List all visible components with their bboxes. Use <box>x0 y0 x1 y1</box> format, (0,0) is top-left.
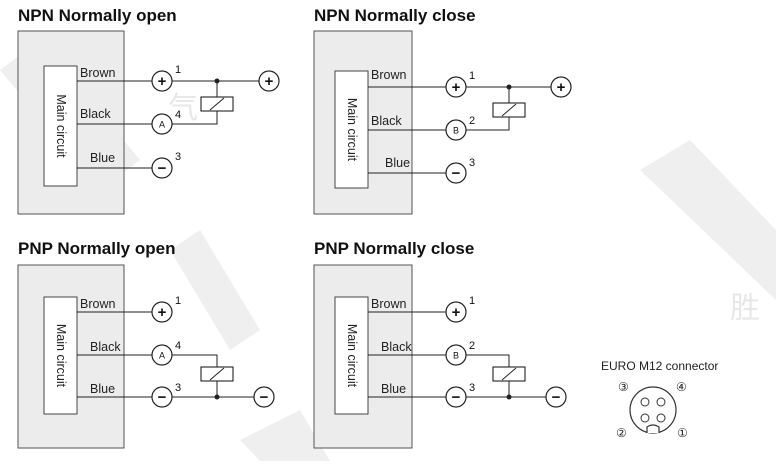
pin-number: 4 <box>175 109 181 121</box>
wire-label-blue: Blue <box>381 382 406 396</box>
main-circuit-box <box>334 70 369 189</box>
connector-pin-hole <box>656 397 666 407</box>
pin-number: 4 <box>175 340 181 352</box>
pin-number: 2 <box>469 115 475 127</box>
pin-number: 3 <box>469 157 475 169</box>
m12-connector: EURO M12 connector ③ ④ ② ① <box>601 359 718 440</box>
diagram-title: PNP Normally close <box>314 239 474 258</box>
relay-slash <box>209 97 225 111</box>
positive-terminal <box>151 301 173 323</box>
diagram-title: PNP Normally open <box>18 239 175 258</box>
wire-label-black: Black <box>80 107 111 121</box>
connector-pin-label-2: ② <box>616 426 627 440</box>
terminal-symbol: − <box>452 165 461 182</box>
relay-wire <box>172 111 218 125</box>
connector-pin-label-3: ③ <box>618 380 629 394</box>
supply-terminal <box>253 386 275 408</box>
pin-number: 3 <box>175 151 181 163</box>
relay-wire <box>466 354 510 367</box>
diagram-title: NPN Normally open <box>18 6 177 25</box>
main-circuit-label: Main circuit <box>345 324 359 388</box>
watermark-stroke <box>640 140 776 300</box>
watermark-stroke <box>240 410 330 461</box>
terminal-symbol: + <box>158 73 167 90</box>
relay-slash <box>501 103 517 117</box>
negative-terminal <box>445 162 467 184</box>
terminal-symbol: A <box>159 120 165 130</box>
pin-number: 1 <box>469 295 475 307</box>
terminal-symbol: B <box>453 351 459 361</box>
pin-number: 2 <box>469 340 475 352</box>
diagram-title: NPN Normally close <box>314 6 476 25</box>
connector-key <box>646 424 660 433</box>
main-circuit-label: Main circuit <box>54 324 68 388</box>
connector-pin-hole <box>656 413 666 423</box>
relay-wire <box>466 117 510 131</box>
diagram-pnp-normally-open: PNP Normally open Main circuit Brown Bla… <box>17 239 275 449</box>
wire-label-brown: Brown <box>371 297 406 311</box>
terminal-symbol: − <box>158 389 167 406</box>
watermark-text: 胜 <box>730 292 760 325</box>
watermark-stroke <box>170 230 260 350</box>
supply-symbol: + <box>557 79 566 96</box>
supply-symbol: − <box>260 389 269 406</box>
diagram-npn-normally-open: NPN Normally open Main circuit Brown Bla… <box>17 6 280 215</box>
supply-symbol: − <box>552 389 561 406</box>
relay-slash <box>209 367 225 381</box>
wire-label-blue: Blue <box>385 156 410 170</box>
supply-terminal <box>550 76 572 98</box>
diagram-npn-normally-close: NPN Normally close Main circuit Brown Bl… <box>313 6 572 215</box>
terminal-symbol: − <box>158 160 167 177</box>
supply-symbol: + <box>265 73 274 90</box>
main-circuit-label: Main circuit <box>345 98 359 162</box>
pin-number: 1 <box>469 70 475 82</box>
pin-number: 3 <box>469 382 475 394</box>
connector-pin-label-4: ④ <box>676 380 687 394</box>
wire-label-black: Black <box>381 340 412 354</box>
junction-dot <box>506 394 512 400</box>
supply-terminal <box>258 70 280 92</box>
terminal-symbol: + <box>452 79 461 96</box>
wire-label-black: Black <box>371 114 402 128</box>
terminal-symbol: A <box>159 351 165 361</box>
wire-label-brown: Brown <box>80 297 115 311</box>
connector-pin-label-1: ① <box>677 426 688 440</box>
diagram-pnp-normally-close: PNP Normally close Main circuit Brown Bl… <box>313 239 567 449</box>
pin-number: 1 <box>175 295 181 307</box>
connector-pin-hole <box>640 413 650 423</box>
terminal-symbol: + <box>452 304 461 321</box>
negative-terminal <box>151 157 173 179</box>
connector-pin-hole <box>640 397 650 407</box>
main-circuit-box <box>43 65 78 187</box>
junction-dot <box>214 394 220 400</box>
terminal-symbol: B <box>453 126 459 136</box>
wire-label-black: Black <box>90 340 121 354</box>
relay-wire <box>172 354 218 367</box>
relay-slash <box>501 367 517 381</box>
supply-terminal <box>545 386 567 408</box>
wire-label-brown: Brown <box>80 66 115 80</box>
watermark-text: 气 <box>168 92 198 125</box>
terminal-symbol: + <box>158 304 167 321</box>
main-circuit-label: Main circuit <box>54 94 68 158</box>
main-circuit-box <box>334 296 369 415</box>
wire-label-blue: Blue <box>90 382 115 396</box>
pin-number: 1 <box>175 64 181 76</box>
connector-title: EURO M12 connector <box>601 359 718 373</box>
terminal-symbol: − <box>452 389 461 406</box>
positive-terminal <box>445 301 467 323</box>
wire-label-blue: Blue <box>90 151 115 165</box>
wire-label-brown: Brown <box>371 68 406 82</box>
pin-number: 3 <box>175 382 181 394</box>
